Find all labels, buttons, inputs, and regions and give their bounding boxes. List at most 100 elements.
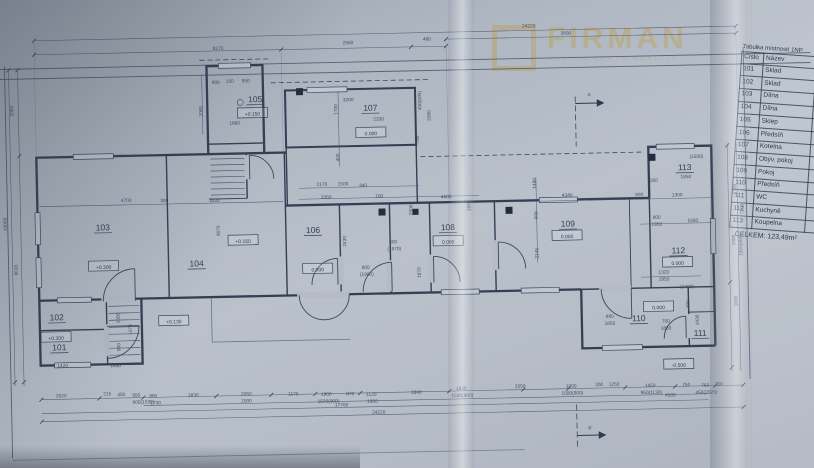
elevation-box	[663, 358, 695, 370]
dim-label: (1500)	[689, 154, 703, 160]
dim-label: 700	[662, 319, 670, 325]
dim-label: 800	[653, 215, 661, 221]
dim-label: 1950	[659, 277, 670, 283]
elevation-label: +0.300	[48, 336, 64, 342]
chimney-blocks	[295, 88, 656, 216]
paper-right-light	[748, 0, 814, 468]
room-number-label: 108	[441, 222, 456, 232]
room-name-cell: Koupelna	[751, 216, 806, 233]
room-number-label: 104	[189, 258, 204, 268]
dim-label: 24220	[372, 409, 386, 415]
room-number-label: 110	[632, 313, 646, 323]
dim-label: 7200	[739, 203, 745, 214]
dim-label: 17700	[335, 402, 349, 408]
dim-label: 2170	[317, 182, 328, 188]
elevation-label: 0.000	[442, 240, 455, 246]
elevation-label: 0.000	[365, 131, 378, 137]
dimension-ticks	[6, 23, 746, 425]
elevation-labels-layer: +0.300+0.150+0.1500.0000.0000.0000.0000.…	[40, 107, 695, 370]
dim-label: 100	[375, 193, 383, 199]
dim-label: 350	[650, 178, 658, 184]
dim-label: (1900)	[360, 272, 374, 278]
elevation-box	[158, 314, 190, 327]
dim-label: 2145	[534, 248, 540, 259]
dim-label: 2560	[343, 40, 354, 46]
dim-label: (1970)	[387, 246, 401, 252]
dim-label: 700	[415, 135, 421, 143]
room-number-label: 111	[694, 328, 707, 338]
elevation-box	[236, 107, 268, 119]
elevation-box	[40, 331, 72, 343]
dim-label: 4500	[665, 392, 676, 398]
dim-label: 1500(900)	[317, 398, 339, 404]
dim-label: 1870	[417, 267, 423, 278]
dim-label: 1500(900)	[451, 393, 473, 399]
elevation-label: +0.150	[235, 239, 251, 245]
room-number-label: 107	[363, 103, 378, 113]
dim-label: 1300	[672, 192, 683, 198]
section-marker-a	[575, 99, 607, 439]
elevation-box	[88, 260, 120, 272]
dim-label: 1500(900)	[738, 234, 744, 256]
elevation-box	[432, 234, 464, 247]
dim-label: (1400)	[680, 284, 694, 290]
dim-label: 880	[606, 314, 614, 320]
room-number-label: 109	[561, 218, 576, 228]
dim-label: 1850	[110, 363, 121, 369]
room-number-label: 112	[672, 245, 686, 255]
elevation-label: 0.000	[652, 305, 665, 311]
dim-label: 2550	[515, 384, 526, 390]
dim-label: 1120	[366, 392, 377, 398]
dim-label: 800	[635, 192, 643, 198]
dim-label: 380	[359, 183, 367, 189]
dim-label: 450(600)	[417, 91, 423, 111]
dim-label: 3800	[560, 31, 571, 37]
room-number-label: 101	[52, 342, 67, 352]
elevation-box	[302, 262, 334, 275]
dim-label: 2430	[342, 236, 348, 247]
dim-label: 2000	[241, 398, 252, 404]
dim-label: 2000	[426, 110, 432, 121]
dim-label: 1500	[338, 181, 349, 187]
dim-label: 1700	[333, 104, 339, 115]
dim-label: 1950	[466, 200, 472, 211]
dim-label: 1850	[661, 325, 672, 331]
dim-label: 1175	[288, 391, 299, 397]
door-swings	[102, 154, 687, 359]
room-number-cell: 113	[729, 214, 753, 230]
room-area-cell	[804, 220, 814, 236]
dim-label: 3200	[343, 97, 354, 103]
dim-label: 2020	[56, 393, 67, 399]
windows	[34, 62, 717, 369]
elevation-label: 0.000	[311, 267, 324, 273]
stairs	[108, 99, 246, 356]
dim-label: 1250	[609, 382, 620, 388]
dashed-lines	[199, 58, 645, 449]
dim-label: 1900	[321, 392, 332, 398]
dim-label: 1880	[229, 120, 240, 126]
room-number-label: 113	[678, 162, 692, 172]
dim-label: 1500(900)	[561, 390, 583, 396]
dim-label: 4700	[121, 198, 132, 204]
room-number-label: 106	[306, 225, 321, 235]
dim-label: 1830	[188, 392, 199, 398]
dim-label: 900(1530)	[132, 399, 154, 405]
room-number-label: 105	[248, 94, 263, 104]
dim-label: 200	[715, 381, 723, 387]
dim-label: 800	[389, 239, 397, 245]
room-table: Tabulka místností 1NP Číslo Název Výměra…	[728, 44, 814, 247]
dim-label: 400	[685, 300, 691, 308]
dim-label: 1950	[367, 399, 378, 405]
elevation-label: 0.000	[561, 234, 574, 240]
dim-label: 1000	[733, 295, 739, 306]
room-number-label: 103	[96, 222, 111, 232]
dim-label: 800	[362, 265, 370, 271]
dim-label: 1420	[57, 363, 68, 369]
dim-label: 3350	[321, 195, 332, 201]
dim-label: 1850	[605, 321, 616, 327]
dim-label: 950	[132, 393, 140, 399]
dim-label: 900	[212, 80, 220, 86]
